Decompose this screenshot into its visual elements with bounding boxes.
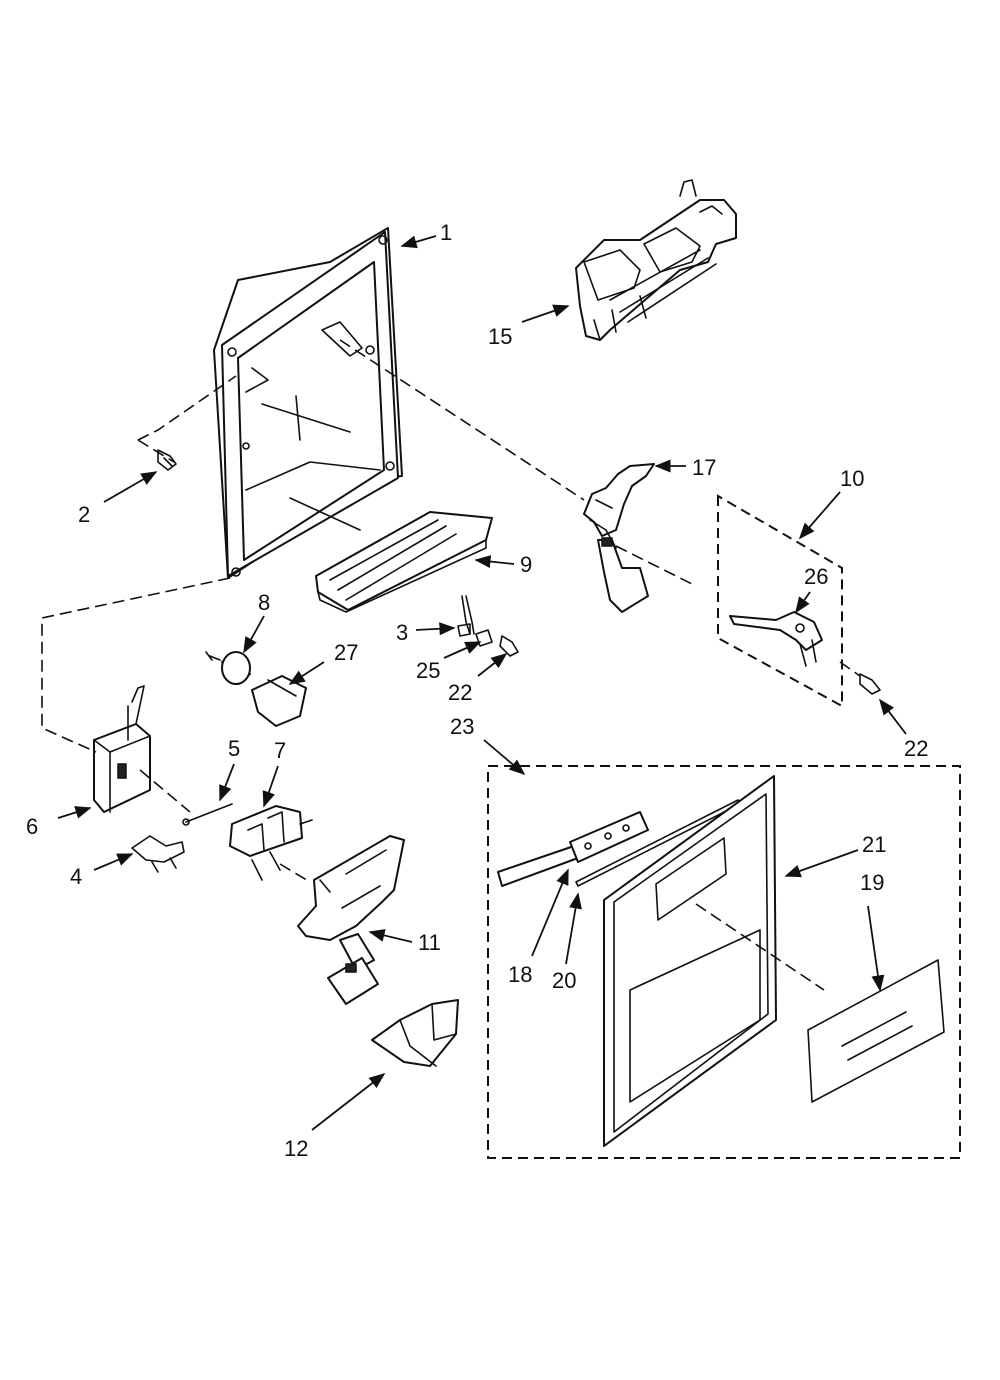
callout-23: 23 xyxy=(450,714,474,739)
callout-5: 5 xyxy=(228,736,240,761)
part-1-housing xyxy=(213,227,403,579)
part-22-screw-a xyxy=(499,635,519,657)
callout-26: 26 xyxy=(804,564,828,589)
part-2-screw xyxy=(157,449,177,471)
callout-12: 12 xyxy=(284,1136,308,1161)
part-7-hinge xyxy=(229,805,313,881)
part-17-actuator xyxy=(583,463,655,613)
callout-6: 6 xyxy=(26,814,38,839)
callout-1: 1 xyxy=(440,220,452,245)
callout-22-a: 22 xyxy=(448,680,472,705)
part-23-assembly-box xyxy=(487,765,961,1159)
callout-labels: 1 2 15 17 10 9 26 8 3 27 25 22 23 22 5 7… xyxy=(26,220,928,1161)
callout-3: 3 xyxy=(396,620,408,645)
part-21-front-panel xyxy=(603,775,777,1147)
callout-15: 15 xyxy=(488,324,512,349)
part-10-assembly-box xyxy=(717,494,843,708)
part-4-switch xyxy=(131,835,185,873)
callout-17: 17 xyxy=(692,455,716,480)
assembly-lines xyxy=(41,339,861,991)
callout-10: 10 xyxy=(840,466,864,491)
part-5-pin xyxy=(182,803,233,826)
part-6-motor-housing xyxy=(93,685,151,813)
callout-7: 7 xyxy=(274,738,286,763)
callout-9: 9 xyxy=(520,552,532,577)
part-8-solenoid xyxy=(205,651,251,685)
callout-11: 11 xyxy=(418,930,441,955)
callout-2: 2 xyxy=(78,502,90,527)
callout-22-b: 22 xyxy=(904,736,928,761)
part-18-circuit-board xyxy=(497,811,649,887)
callout-21: 21 xyxy=(862,832,886,857)
part-11-lever xyxy=(297,835,405,1005)
callout-4: 4 xyxy=(70,864,82,889)
callout-8: 8 xyxy=(258,590,270,615)
part-3-switch xyxy=(457,595,475,637)
part-9-drip-tray xyxy=(315,511,493,613)
callout-19: 19 xyxy=(860,870,884,895)
callout-20: 20 xyxy=(552,968,576,993)
callout-18: 18 xyxy=(508,962,532,987)
callout-27: 27 xyxy=(334,640,358,665)
part-27-bracket xyxy=(251,675,307,727)
leaders xyxy=(57,235,907,1131)
part-15-module xyxy=(575,179,737,341)
part-26-lever xyxy=(729,611,823,667)
part-22-screw-b xyxy=(859,673,881,695)
part-19-label xyxy=(807,959,945,1103)
callout-25: 25 xyxy=(416,658,440,683)
part-12-chute xyxy=(371,999,459,1067)
